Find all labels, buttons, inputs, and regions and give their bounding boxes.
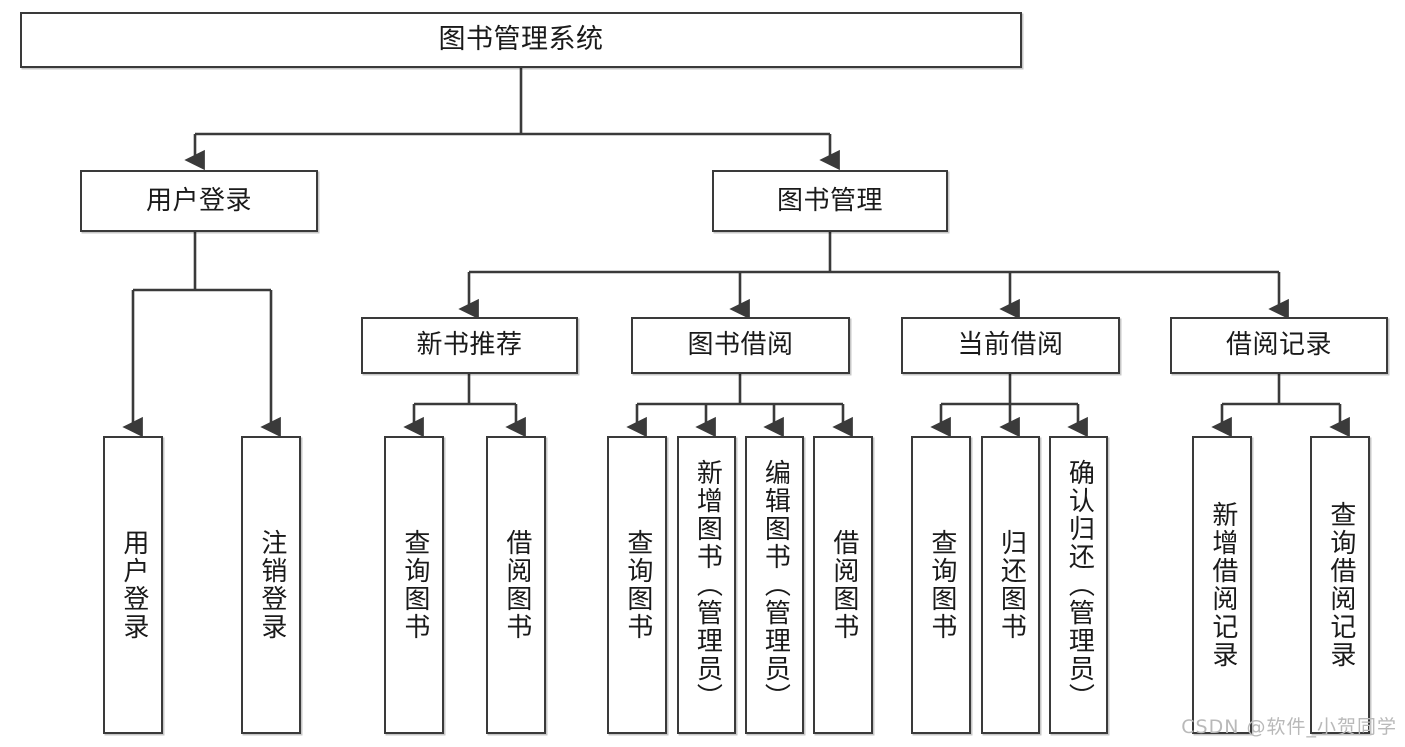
node-leaf-logout[interactable]: 注销登录	[241, 436, 301, 734]
node-label: 归还图书	[996, 529, 1027, 641]
node-borrow-record[interactable]: 借阅记录	[1170, 317, 1388, 374]
node-label: 新书推荐	[416, 330, 523, 361]
node-label: 查询借阅记录	[1325, 501, 1356, 669]
node-label: 图书管理系统	[438, 24, 604, 56]
node-label: 确认归还（管理员）	[1064, 459, 1095, 711]
node-label: 用户登录	[118, 529, 149, 641]
node-label: 查询图书	[622, 529, 653, 641]
node-leaf-query-book-newbook[interactable]: 查询图书	[384, 436, 444, 734]
node-label: 当前借阅	[957, 330, 1064, 361]
csdn-watermark: CSDN @软件_小贺同学	[1181, 716, 1397, 738]
node-leaf-confirm-return-admin[interactable]: 确认归还（管理员）	[1049, 436, 1108, 734]
node-label: 借阅图书	[501, 529, 532, 641]
node-leaf-borrow-book[interactable]: 借阅图书	[813, 436, 873, 734]
node-book-borrow[interactable]: 图书借阅	[631, 317, 850, 374]
node-label: 借阅记录	[1225, 330, 1332, 361]
node-label: 新增图书（管理员）	[692, 459, 723, 711]
node-root-book-management-system[interactable]: 图书管理系统	[20, 12, 1022, 68]
node-label: 用户登录	[145, 185, 252, 216]
node-new-book-recommendation[interactable]: 新书推荐	[361, 317, 578, 374]
node-label: 编辑图书（管理员）	[760, 459, 791, 711]
node-label: 查询图书	[926, 529, 957, 641]
node-leaf-user-login[interactable]: 用户登录	[103, 436, 163, 734]
node-leaf-query-book-borrow[interactable]: 查询图书	[607, 436, 667, 734]
node-leaf-return-book[interactable]: 归还图书	[981, 436, 1040, 734]
node-label: 查询图书	[399, 529, 430, 641]
node-label: 图书借阅	[687, 330, 794, 361]
node-user-login[interactable]: 用户登录	[80, 170, 318, 232]
node-label: 注销登录	[256, 529, 287, 641]
node-leaf-add-borrow-record[interactable]: 新增借阅记录	[1192, 436, 1252, 734]
node-leaf-query-borrow-record[interactable]: 查询借阅记录	[1310, 436, 1370, 734]
node-leaf-borrow-book-newbook[interactable]: 借阅图书	[486, 436, 546, 734]
node-label: 新增借阅记录	[1207, 501, 1238, 669]
node-leaf-query-book-current[interactable]: 查询图书	[911, 436, 971, 734]
node-label: 借阅图书	[828, 529, 859, 641]
node-book-management[interactable]: 图书管理	[712, 170, 948, 232]
node-current-borrow[interactable]: 当前借阅	[901, 317, 1120, 374]
node-label: 图书管理	[776, 185, 883, 216]
node-leaf-edit-book-admin[interactable]: 编辑图书（管理员）	[745, 436, 804, 734]
node-leaf-add-book-admin[interactable]: 新增图书（管理员）	[677, 436, 736, 734]
